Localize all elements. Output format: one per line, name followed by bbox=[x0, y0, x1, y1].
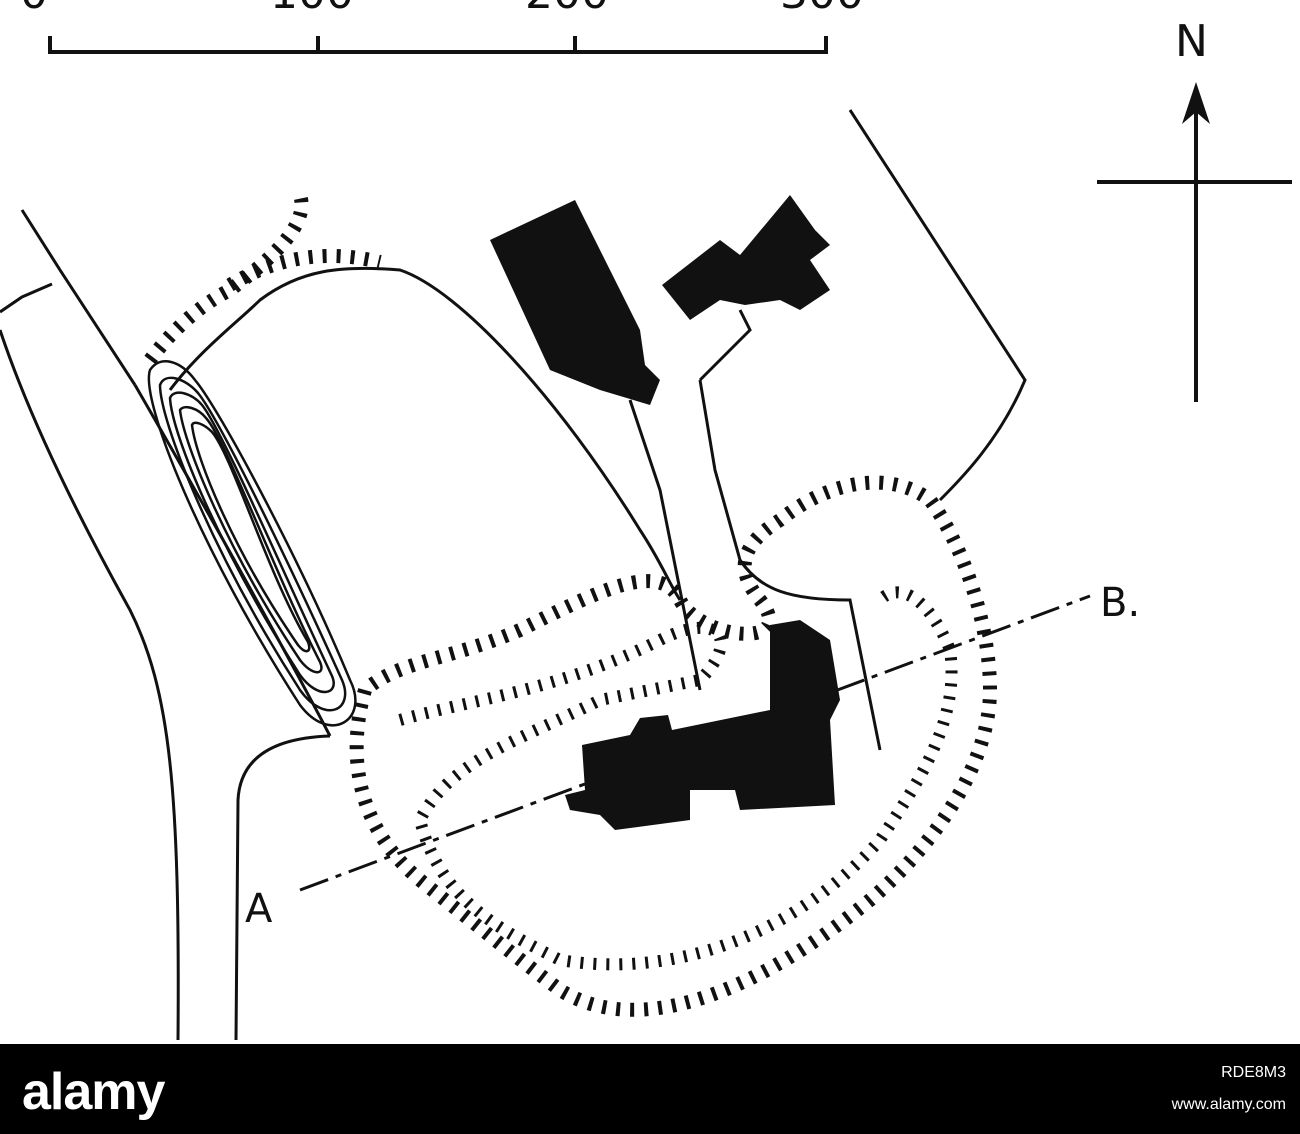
scale-bar: 0 100 200 300 bbox=[20, 0, 864, 54]
site-plan-drawing: 0 100 200 300 N bbox=[0, 0, 1292, 1041]
long-mound bbox=[147, 360, 357, 727]
label-b: B. bbox=[1100, 580, 1140, 626]
watermark-banner: alamy RDE8M3 www.alamy.com bbox=[0, 1044, 1300, 1134]
section-line: A B. bbox=[245, 580, 1140, 932]
image-id: RDE8M3 bbox=[1221, 1064, 1286, 1081]
church-path bbox=[628, 109, 1027, 751]
alamy-logo: alamy bbox=[22, 1063, 165, 1121]
scale-tick-200: 200 bbox=[525, 0, 609, 19]
church-building bbox=[565, 620, 840, 830]
north-arrow-icon: N bbox=[1097, 16, 1292, 402]
earthwork-bank bbox=[144, 192, 998, 1017]
scale-tick-300: 300 bbox=[780, 0, 864, 19]
building-east bbox=[662, 195, 830, 320]
north-label: N bbox=[1175, 16, 1208, 67]
label-a: A bbox=[245, 886, 273, 932]
scale-tick-0: 0 bbox=[20, 0, 48, 19]
scale-tick-100: 100 bbox=[270, 0, 354, 19]
building-west bbox=[490, 200, 660, 405]
buildings bbox=[490, 195, 840, 830]
inner-bank bbox=[398, 586, 958, 971]
site-plan-map: 0 100 200 300 N bbox=[0, 0, 1292, 1041]
site-url: www.alamy.com bbox=[1171, 1096, 1286, 1113]
